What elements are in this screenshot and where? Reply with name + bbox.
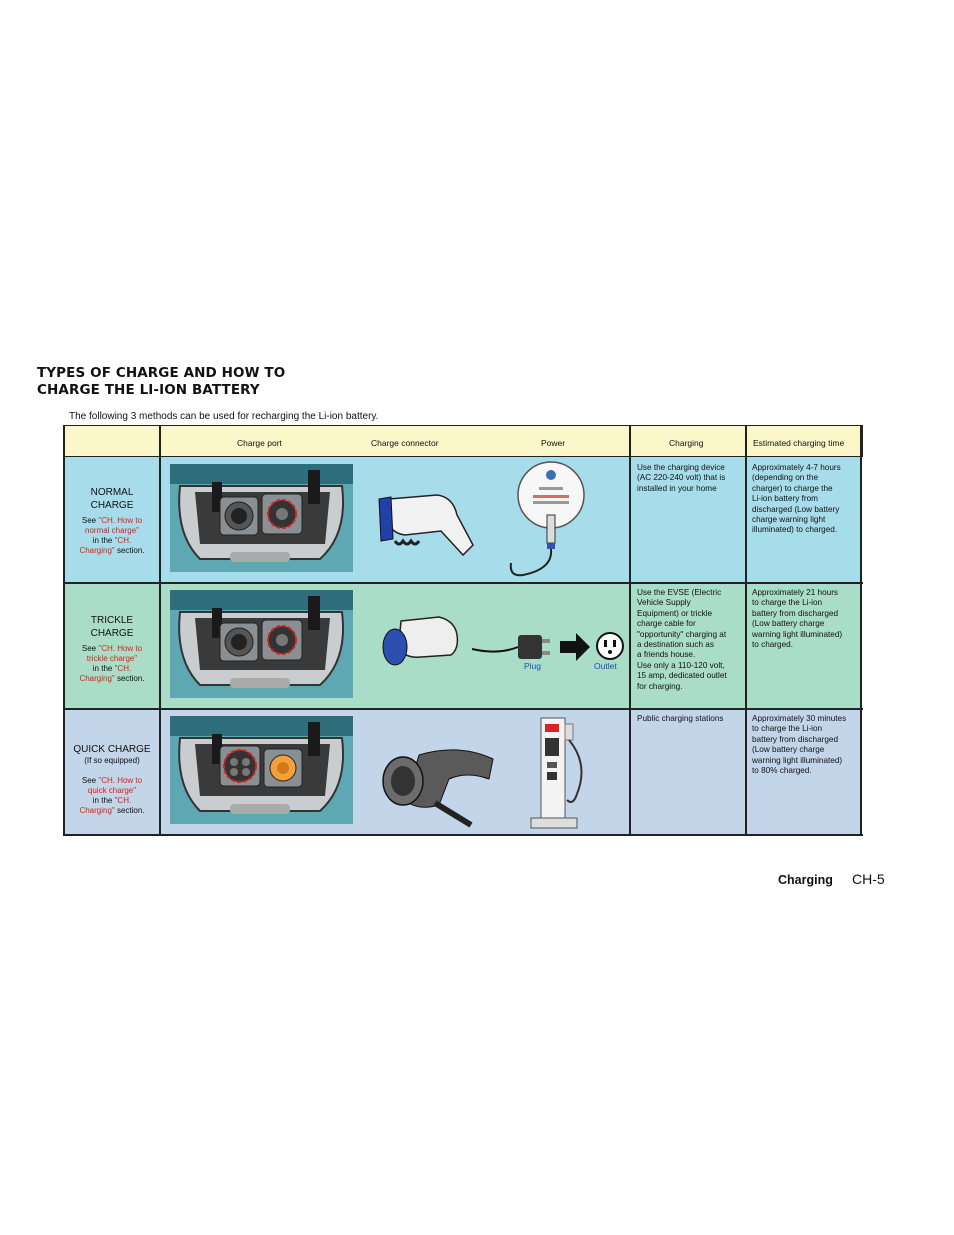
header-time: Estimated charging time: [753, 438, 845, 448]
header-power: Power: [541, 438, 566, 448]
charge-types-table: Charge port Charge connector Power Charg…: [63, 425, 863, 836]
normal-charge-connector-icon: [378, 494, 474, 557]
row-trickle-label: TRICKLE CHARGE See "CH. How to trickle c…: [67, 614, 157, 684]
quick-charging-station-icon: [530, 717, 583, 829]
row-trickle-title2: CHARGE: [90, 628, 134, 639]
charge-port-quick-image: [170, 716, 353, 824]
charge-port-normal-image: [170, 464, 353, 572]
row-trickle-link[interactable]: "CH. How to: [98, 644, 143, 653]
row-trickle-charging-desc: Use the EVSE (Electric Vehicle Supply Eq…: [637, 588, 727, 691]
quick-charge-connector-icon: [382, 749, 494, 828]
plug-to-outlet-icon: [471, 632, 624, 661]
row-quick-label: QUICK CHARGE (If so equipped) See "CH. H…: [67, 743, 157, 816]
row-normal-title2: CHARGE: [90, 500, 134, 511]
row-normal-link[interactable]: "CH. How to: [98, 516, 143, 525]
row-trickle-time-desc: Approximately 21 hours to charge the Li-…: [752, 588, 843, 650]
row-trickle-title: TRICKLE: [90, 615, 134, 626]
row-quick-charging-desc: Public charging stations: [637, 714, 724, 723]
row-normal-label: NORMAL CHARGE See "CH. How to normal cha…: [67, 486, 157, 556]
header-charging: Charging: [669, 438, 704, 448]
charge-port-trickle-image: [170, 590, 353, 698]
header-charge-port: Charge port: [237, 438, 282, 448]
row-normal-charging-desc: Use the charging device (AC 220-240 volt…: [637, 463, 726, 493]
row-normal-title: NORMAL: [90, 487, 134, 498]
row-normal-time-desc: Approximately 4-7 hours (depending on th…: [752, 463, 841, 535]
home-charging-unit-icon: [509, 461, 585, 577]
footer-section-title: Charging: [778, 873, 833, 887]
header-time-cell: Estimated charging time: [746, 425, 863, 457]
footer-page-number: CH-5: [852, 871, 885, 887]
heading-line-1: TYPES OF CHARGE AND HOW TO: [37, 365, 286, 381]
trickle-charge-connector-icon: [382, 616, 459, 666]
row-quick-title: QUICK CHARGE: [73, 744, 151, 755]
row-quick-time-desc: Approximately 30 minutes to charge the L…: [752, 714, 847, 776]
page-heading: TYPES OF CHARGE AND HOW TO CHARGE THE LI…: [37, 365, 285, 399]
header-left: Charge port Charge connector Power: [63, 425, 630, 457]
heading-line-2: CHARGE THE LI-ION BATTERY: [37, 382, 260, 398]
outlet-label: Outlet: [594, 661, 617, 671]
header-charging-cell: Charging: [630, 425, 746, 457]
intro-text: The following 3 methods can be used for …: [69, 411, 379, 422]
plug-label: Plug: [524, 661, 542, 671]
row-quick-note: (If so equipped): [84, 756, 140, 765]
row-quick-link[interactable]: "CH. How to: [98, 776, 143, 785]
header-charge-connector: Charge connector: [371, 438, 439, 448]
